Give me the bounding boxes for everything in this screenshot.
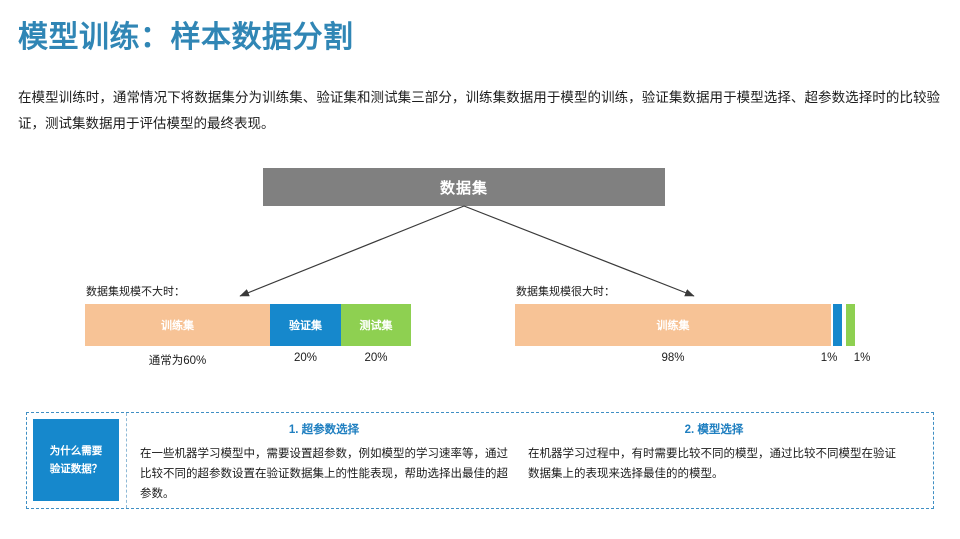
why-validation-panel — [26, 412, 934, 509]
dataset-root-label: 数据集 — [439, 179, 488, 197]
small-percent-train: 通常为60% — [148, 355, 207, 367]
large-dataset-bar: 训练集 — [515, 304, 855, 346]
small-segment-test-label: 测试集 — [359, 320, 393, 332]
small-segment-valid-label: 验证集 — [289, 320, 322, 332]
reason-2-body: 在机器学习过程中，有时需要比较不同的模型，通过比较不同模型在验证数据集上的表现来… — [528, 448, 896, 481]
why-validation-badge: 为什么需要 验证数据？ — [33, 419, 119, 501]
large-dataset-caption: 数据集规模很大时： — [516, 286, 615, 298]
reason-1-heading: 1. 超参数选择 — [288, 424, 360, 436]
intro-paragraph: 在模型训练时，通常情况下将数据集分为训练集、验证集和测试集三部分，训练集数据用于… — [18, 90, 940, 132]
large-dataset-percent-row: 98% 1% 1% — [515, 352, 875, 370]
small-percent-test: 20% — [364, 352, 388, 364]
panel-divider — [126, 413, 127, 508]
reason-column-1: 1. 超参数选择 在一些机器学习模型中，需要设置超参数，例如模型的学习速率等，通… — [140, 421, 508, 504]
large-percent-test: 1% — [853, 352, 871, 364]
small-dataset-bar: 训练集 验证集 测试集 — [85, 304, 421, 346]
why-validation-badge-line1: 为什么需要 — [49, 444, 103, 457]
large-percent-valid: 1% — [820, 352, 838, 364]
small-segment-train-label: 训练集 — [161, 320, 194, 332]
reason-column-2: 2. 模型选择 在机器学习过程中，有时需要比较不同的模型，通过比较不同模型在验证… — [528, 421, 900, 484]
small-segment-test: 测试集 — [341, 304, 411, 346]
why-validation-badge-line2: 验证数据？ — [49, 463, 103, 475]
small-dataset-percent-row: 通常为60% 20% 20% — [85, 352, 421, 370]
large-segment-train-label: 训练集 — [656, 320, 690, 332]
small-segment-train: 训练集 — [85, 304, 270, 346]
reason-2-heading: 2. 模型选择 — [684, 424, 744, 436]
page-title: 模型训练：样本数据分割 — [18, 21, 354, 54]
small-segment-valid: 验证集 — [270, 304, 341, 346]
large-segment-test — [846, 304, 855, 346]
large-segment-valid — [833, 304, 842, 346]
large-percent-train: 98% — [661, 352, 685, 364]
reason-1-body: 在一些机器学习模型中，需要设置超参数，例如模型的学习速率等，通过比较不同的超参数… — [140, 448, 508, 501]
small-dataset-caption: 数据集规模不大时： — [86, 286, 185, 298]
large-segment-gap-2 — [842, 304, 846, 346]
small-percent-valid: 20% — [293, 352, 318, 364]
large-segment-train: 训练集 — [515, 304, 831, 346]
large-segment-gap-1 — [831, 304, 833, 346]
dataset-root-box: 数据集 — [263, 168, 665, 206]
